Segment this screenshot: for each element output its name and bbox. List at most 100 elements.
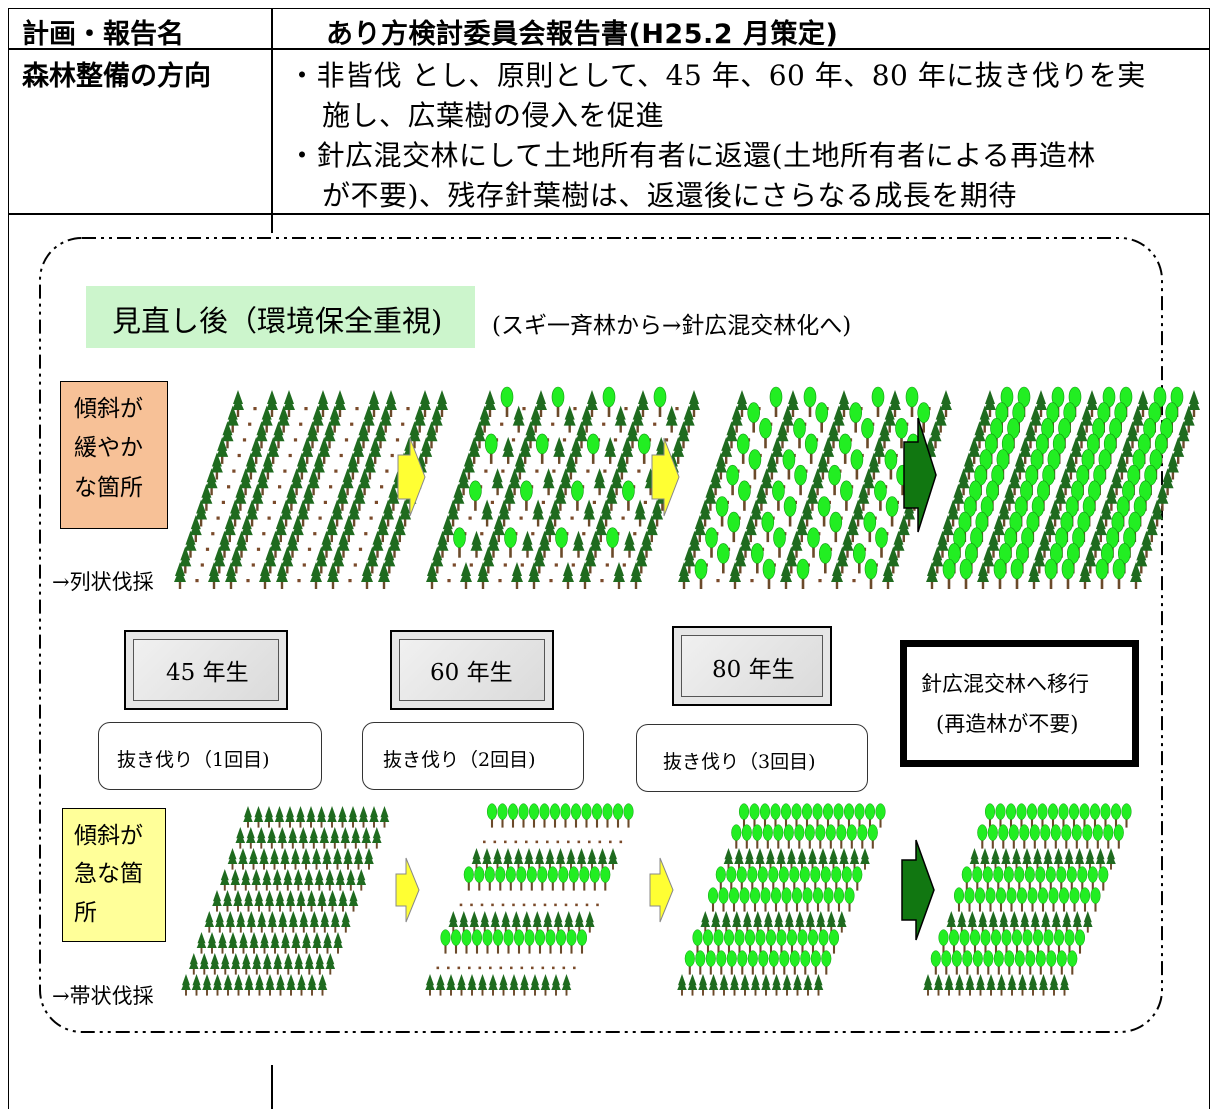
broadleaf-tree-icon	[1053, 929, 1065, 954]
broadleaf-tree-icon	[440, 929, 451, 954]
conifer-tree-icon	[719, 974, 729, 996]
stump-icon	[500, 422, 504, 426]
broadleaf-tree-icon	[463, 866, 474, 891]
conifer-tree-icon	[477, 974, 488, 996]
conifer-tree-icon	[236, 911, 246, 933]
age-label-80: 80 年生	[712, 657, 795, 683]
broadleaf-tree-icon	[1014, 866, 1025, 891]
stump-icon	[562, 966, 566, 970]
broadleaf-tree-icon	[995, 803, 1006, 828]
broadleaf-tree-icon	[1071, 824, 1082, 849]
broadleaf-tree-icon	[818, 929, 829, 954]
age-label-60: 60 年生	[430, 660, 513, 686]
conifer-tree-icon	[975, 974, 986, 996]
conifer-tree-icon	[369, 806, 379, 828]
conifer-tree-icon	[492, 848, 503, 870]
broadleaf-tree-icon	[804, 433, 818, 465]
cut-box-3	[636, 724, 868, 792]
conifer-tree-icon	[280, 848, 290, 870]
stump-icon	[585, 903, 589, 907]
broadleaf-tree-icon	[757, 866, 768, 891]
stump-icon	[478, 966, 482, 970]
stump-icon	[278, 485, 282, 489]
conifer-tree-icon	[755, 848, 765, 870]
broadleaf-tree-icon	[804, 824, 815, 849]
conifer-tree-icon	[296, 890, 306, 912]
conifer-tree-icon	[317, 890, 327, 912]
conifer-tree-icon	[207, 932, 217, 954]
conifer-tree-icon	[181, 974, 191, 996]
stump-icon	[582, 532, 586, 536]
conifer-tree-icon	[341, 911, 351, 933]
stump-icon	[272, 500, 276, 504]
conifer-tree-icon	[944, 974, 954, 996]
broadleaf-tree-icon	[993, 866, 1004, 891]
broadleaf-tree-icon	[694, 558, 708, 590]
stump-icon	[543, 903, 547, 907]
broadleaf-tree-icon	[755, 929, 766, 954]
broadleaf-tree-icon	[977, 824, 988, 849]
conifer-tree-icon	[677, 974, 687, 996]
stump-icon	[567, 840, 570, 844]
conifer-tree-icon	[534, 848, 545, 870]
broadleaf-tree-icon	[586, 433, 600, 465]
conifer-tree-icon	[530, 974, 540, 996]
broadleaf-tree-icon	[547, 866, 558, 891]
conifer-tree-icon	[488, 974, 498, 996]
broadleaf-tree-icon	[1016, 887, 1028, 912]
conifer-tree-icon	[254, 974, 265, 996]
conifer-tree-icon	[1049, 974, 1059, 996]
broadleaf-tree-icon	[1037, 803, 1048, 828]
conifer-tree-icon	[238, 932, 249, 954]
broadleaf-tree-icon	[1077, 866, 1088, 891]
broadleaf-tree-icon	[497, 803, 508, 828]
broadleaf-tree-icon	[1046, 950, 1057, 975]
stump-icon	[221, 500, 225, 504]
broadleaf-tree-icon	[1050, 824, 1061, 849]
broadleaf-tree-icon	[513, 929, 525, 954]
stump-icon	[293, 438, 298, 442]
broadleaf-tree-icon	[1064, 929, 1075, 954]
stump-icon	[358, 547, 363, 551]
broadleaf-tree-icon	[747, 866, 758, 891]
broadleaf-tree-icon	[1098, 866, 1109, 891]
conifer-tree-icon	[774, 911, 784, 933]
conifer-tree-icon	[191, 974, 202, 996]
stump-icon	[573, 407, 577, 411]
age-box-80	[672, 626, 832, 706]
conifer-tree-icon	[223, 974, 233, 996]
broadleaf-tree-icon	[1019, 824, 1030, 849]
broadleaf-tree-icon	[738, 803, 750, 828]
stump-icon	[535, 840, 539, 844]
broadleaf-tree-icon	[539, 803, 550, 828]
stump-icon	[525, 840, 528, 844]
broadleaf-tree-icon	[695, 950, 706, 975]
broadleaf-tree-icon	[516, 866, 527, 891]
stump-icon	[586, 469, 590, 473]
stump-icon	[653, 422, 657, 426]
stump-icon	[852, 579, 856, 583]
broadleaf-tree-icon	[1026, 803, 1038, 828]
steep-stage-80	[677, 803, 886, 996]
conifer-tree-icon	[220, 869, 230, 891]
broadleaf-tree-icon	[744, 929, 756, 954]
conifer-tree-icon	[243, 890, 254, 912]
broadleaf-tree-icon	[972, 950, 983, 975]
broadleaf-tree-icon	[535, 433, 549, 465]
broadleaf-tree-icon	[984, 803, 996, 828]
conifer-tree-icon	[332, 848, 343, 870]
stump-icon	[447, 579, 451, 583]
conifer-tree-icon	[244, 974, 254, 996]
broadleaf-tree-icon	[560, 803, 571, 828]
broadleaf-tree-icon	[1024, 866, 1035, 891]
broadleaf-tree-icon	[507, 803, 519, 828]
broadleaf-tree-icon	[749, 887, 761, 912]
conifer-tree-icon	[215, 911, 225, 933]
stump-icon	[491, 903, 494, 907]
stump-icon	[385, 469, 389, 473]
stump-icon	[313, 532, 317, 536]
broadleaf-tree-icon	[747, 950, 758, 975]
broadleaf-tree-icon	[836, 824, 847, 849]
broadleaf-tree-icon	[938, 929, 949, 954]
